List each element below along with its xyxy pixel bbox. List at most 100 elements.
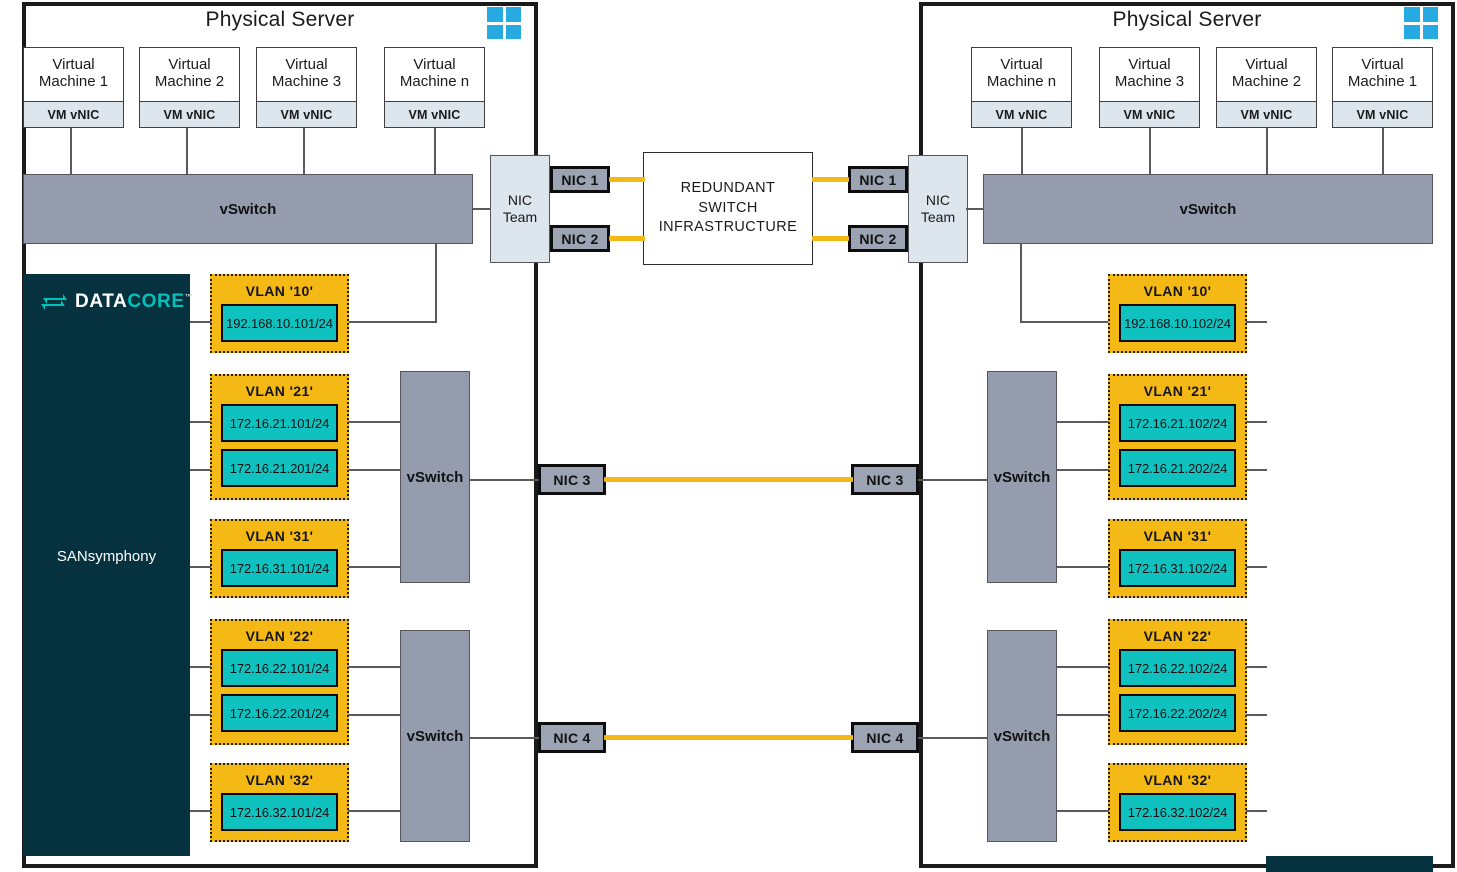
right-nic-3: NIC 3 — [851, 464, 919, 495]
vm-name: Virtual Machine 3 — [271, 56, 342, 90]
cable-nic4 — [604, 735, 853, 740]
vm-vnic: VM vNIC — [140, 101, 239, 127]
connector-line — [918, 479, 988, 481]
connector-line — [1056, 714, 1109, 716]
left-nic-1: NIC 1 — [550, 166, 610, 193]
vm-name: Virtual Machine 1 — [1347, 56, 1418, 90]
connector-line — [348, 666, 401, 668]
connector-line — [348, 321, 437, 323]
nic-team-label-line1: NIC — [507, 192, 533, 209]
vm-vnic: VM vNIC — [972, 101, 1071, 127]
vm-card: Virtual Machine 3 VM vNIC — [1099, 47, 1200, 128]
connector-line — [1382, 128, 1384, 174]
ip-address-box: 172.16.22.102/24 — [1119, 649, 1236, 687]
vlan-title: VLAN '21' — [1143, 383, 1212, 399]
vm-card: Virtual Machine n VM vNIC — [384, 47, 485, 128]
vm-card: Virtual Machine 1 VM vNIC — [1332, 47, 1433, 128]
datacore-brand-data: DATA — [75, 291, 128, 312]
left-vlan-21: VLAN '21' 172.16.21.101/24 172.16.21.201… — [210, 374, 349, 500]
windows-logo-icon — [1404, 7, 1438, 39]
connector-line — [190, 321, 211, 323]
right-vswitch-mid: vSwitch — [987, 371, 1057, 583]
right-vswitch-bottom: vSwitch — [987, 630, 1057, 842]
vm-vnic: VM vNIC — [1217, 101, 1316, 127]
connector-line — [470, 737, 539, 739]
left-vlan-32: VLAN '32' 172.16.32.101/24 — [210, 763, 349, 842]
connector-line — [190, 714, 211, 716]
left-vlan-22: VLAN '22' 172.16.22.101/24 172.16.22.201… — [210, 619, 349, 745]
left-product-name: SANsymphony — [56, 548, 157, 565]
connector-line — [470, 479, 539, 481]
datacore-brand-core: CORE — [127, 291, 185, 312]
cable-nic1-right — [812, 177, 849, 182]
ip-address-box: 172.16.32.102/24 — [1119, 793, 1236, 831]
connector-line — [348, 421, 401, 423]
connector-line — [435, 244, 437, 323]
right-vlan-31: VLAN '31' 172.16.31.102/24 — [1108, 519, 1247, 598]
vlan-title: VLAN '22' — [245, 628, 314, 644]
vm-card: Virtual Machine 3 VM vNIC — [256, 47, 357, 128]
vm-card: Virtual Machine n VM vNIC — [971, 47, 1072, 128]
vm-vnic: VM vNIC — [1333, 101, 1432, 127]
vm-name: Virtual Machine 1 — [38, 56, 109, 90]
vm-card: Virtual Machine 2 VM vNIC — [1216, 47, 1317, 128]
rsi-line1: REDUNDANT — [680, 180, 776, 197]
left-vswitch-mid: vSwitch — [400, 371, 470, 583]
connector-line — [1056, 666, 1109, 668]
trademark-mark: ™ — [184, 292, 194, 302]
connector-line — [1246, 810, 1267, 812]
connector-line — [1020, 321, 1109, 323]
redundant-switch-infrastructure: REDUNDANT SWITCH INFRASTRUCTURE — [643, 152, 813, 265]
connector-line — [1266, 128, 1268, 174]
vlan-title: VLAN '10' — [245, 283, 314, 299]
windows-logo-icon — [487, 7, 521, 39]
right-vswitch-top: vSwitch — [983, 174, 1433, 244]
vm-card: Virtual Machine 2 VM vNIC — [139, 47, 240, 128]
connector-line — [434, 128, 436, 174]
vm-name: Virtual Machine 2 — [1231, 56, 1302, 90]
connector-line — [1056, 810, 1109, 812]
cable-nic2-right — [812, 236, 849, 241]
ip-address-box: 172.16.22.202/24 — [1119, 694, 1236, 732]
connector-line — [1021, 128, 1023, 174]
left-vlan-10: VLAN '10' 192.168.10.101/24 — [210, 274, 349, 353]
ip-address-box: 172.16.21.201/24 — [221, 449, 338, 487]
connector-line — [1149, 128, 1151, 174]
right-vlan-10: VLAN '10' 192.168.10.102/24 — [1108, 274, 1247, 353]
connector-line — [348, 714, 401, 716]
datacore-logo: DATACORE™ — [41, 289, 193, 315]
left-nic-team: NIC Team — [490, 155, 550, 263]
ip-address-box: 192.168.10.101/24 — [221, 304, 338, 342]
connector-line — [348, 469, 401, 471]
connector-line — [1056, 421, 1109, 423]
vlan-title: VLAN '10' — [1143, 283, 1212, 299]
ip-address-box: 172.16.31.101/24 — [221, 549, 338, 587]
datacore-arrows-icon — [41, 294, 67, 310]
connector-line — [190, 421, 211, 423]
connector-line — [1020, 244, 1022, 323]
connector-line — [70, 128, 72, 174]
ip-address-box: 172.16.22.201/24 — [221, 694, 338, 732]
connector-line — [348, 810, 401, 812]
ip-address-box: 172.16.21.101/24 — [221, 404, 338, 442]
right-nic-1: NIC 1 — [848, 166, 908, 193]
left-nic-2: NIC 2 — [550, 225, 610, 252]
rsi-line3: INFRASTRUCTURE — [658, 219, 798, 236]
ip-address-box: 192.168.10.102/24 — [1119, 304, 1236, 342]
connector-line — [1246, 421, 1267, 423]
vm-name: Virtual Machine n — [986, 56, 1057, 90]
connector-line — [1056, 566, 1109, 568]
connector-line — [190, 666, 211, 668]
connector-line — [1056, 469, 1109, 471]
connector-line — [473, 208, 491, 210]
vm-name: Virtual Machine 3 — [1114, 56, 1185, 90]
cable-nic2 — [609, 236, 645, 241]
vm-name: Virtual Machine 2 — [154, 56, 225, 90]
ip-address-box: 172.16.31.102/24 — [1119, 549, 1236, 587]
left-nic-3: NIC 3 — [538, 464, 606, 495]
cable-nic1 — [609, 177, 645, 182]
connector-line — [1246, 469, 1267, 471]
nic-team-label-line1: NIC — [925, 192, 951, 209]
right-server-title: Physical Server — [1112, 8, 1262, 31]
